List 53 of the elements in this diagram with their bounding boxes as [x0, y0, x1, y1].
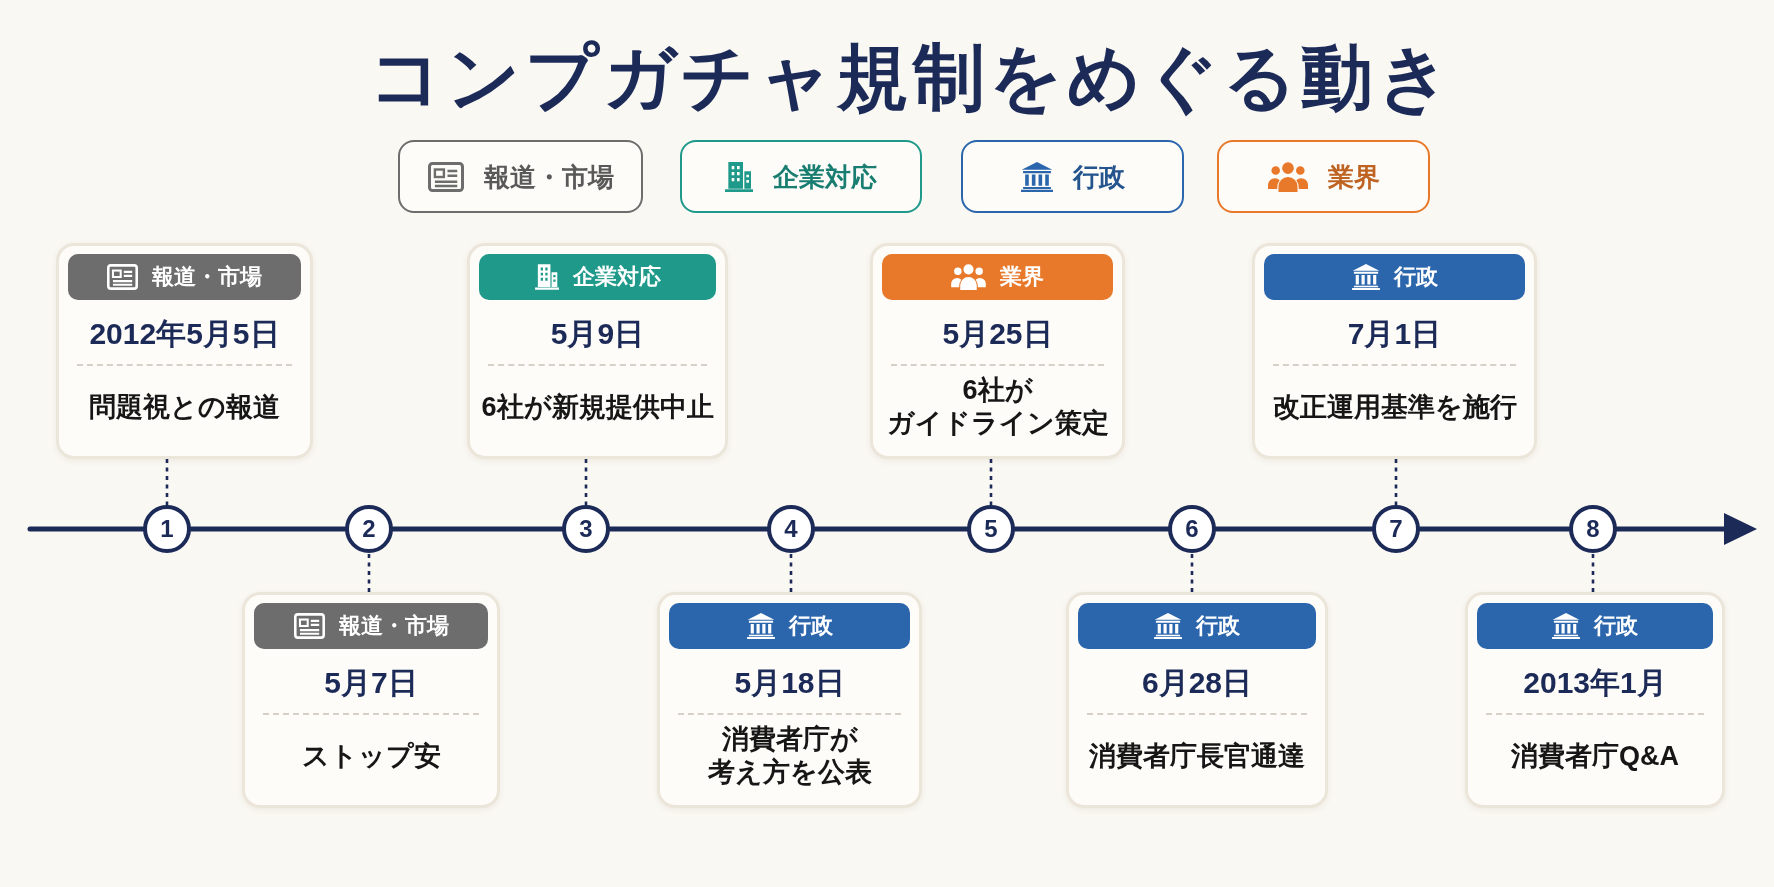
legend-label: 企業対応: [773, 160, 877, 193]
dotted-connector: [1591, 553, 1595, 592]
legend-label: 報道・市場: [483, 160, 614, 193]
event-description: 6社がガイドライン策定: [885, 374, 1110, 440]
category-label: 行政: [1594, 612, 1638, 640]
diagram-title: コンプガチャ規制をめぐる動き: [369, 36, 1455, 119]
timeline-marker: 4: [767, 505, 815, 553]
category-label: 行政: [1196, 612, 1240, 640]
category-label: 行政: [788, 612, 833, 640]
event-date: 5月7日: [324, 665, 418, 701]
event-card: [1465, 592, 1725, 808]
event-date: 5月18日: [734, 665, 845, 701]
category-label: 企業対応: [572, 263, 661, 291]
dotted-connector: [1394, 459, 1398, 505]
category-label: 報道・市場: [152, 263, 262, 291]
legend-label: 行政: [1072, 160, 1125, 193]
dotted-connector: [1190, 553, 1194, 592]
dotted-connector: [165, 459, 169, 505]
event-card: [1066, 592, 1328, 808]
event-description: 6社が新規提供中止: [481, 390, 714, 424]
event-date: 5月9日: [550, 316, 645, 352]
event-date: 6月28日: [1141, 665, 1253, 701]
timeline-marker: 3: [562, 505, 610, 553]
event-date: 2013年1月: [1523, 665, 1667, 701]
event-description: 消費者庁Q&A: [1511, 739, 1679, 773]
dotted-connector: [367, 553, 371, 592]
timeline-marker: 2: [345, 505, 393, 553]
event-description: ストップ安: [301, 739, 441, 773]
timeline-marker: 7: [1372, 505, 1420, 553]
event-description: 消費者庁長官通達: [1089, 739, 1305, 773]
category-label: 業界: [1000, 263, 1044, 291]
dotted-connector: [789, 553, 793, 592]
event-card: [56, 243, 313, 459]
event-card: [242, 592, 500, 808]
timeline-marker: 1: [143, 505, 191, 553]
timeline-marker: 5: [967, 505, 1015, 553]
legend-label: 業界: [1327, 160, 1380, 193]
event-date: 2012年5月5日: [89, 316, 280, 352]
event-description: 改正運用基準を施行: [1272, 390, 1517, 424]
event-description: 消費者庁が考え方を公表: [706, 723, 873, 789]
dotted-connector: [989, 459, 993, 505]
event-card: [657, 592, 922, 808]
category-label: 報道・市場: [338, 612, 449, 640]
timeline-marker: 8: [1569, 505, 1617, 553]
event-card: [1252, 243, 1537, 459]
event-card: [870, 243, 1125, 459]
timeline-marker: 6: [1168, 505, 1216, 553]
event-description: 問題視との報道: [89, 390, 280, 424]
event-date: 7月1日: [1347, 316, 1442, 352]
dotted-connector: [584, 459, 588, 505]
category-label: 行政: [1393, 263, 1438, 291]
event-date: 5月25日: [942, 316, 1053, 352]
event-card: [467, 243, 728, 459]
